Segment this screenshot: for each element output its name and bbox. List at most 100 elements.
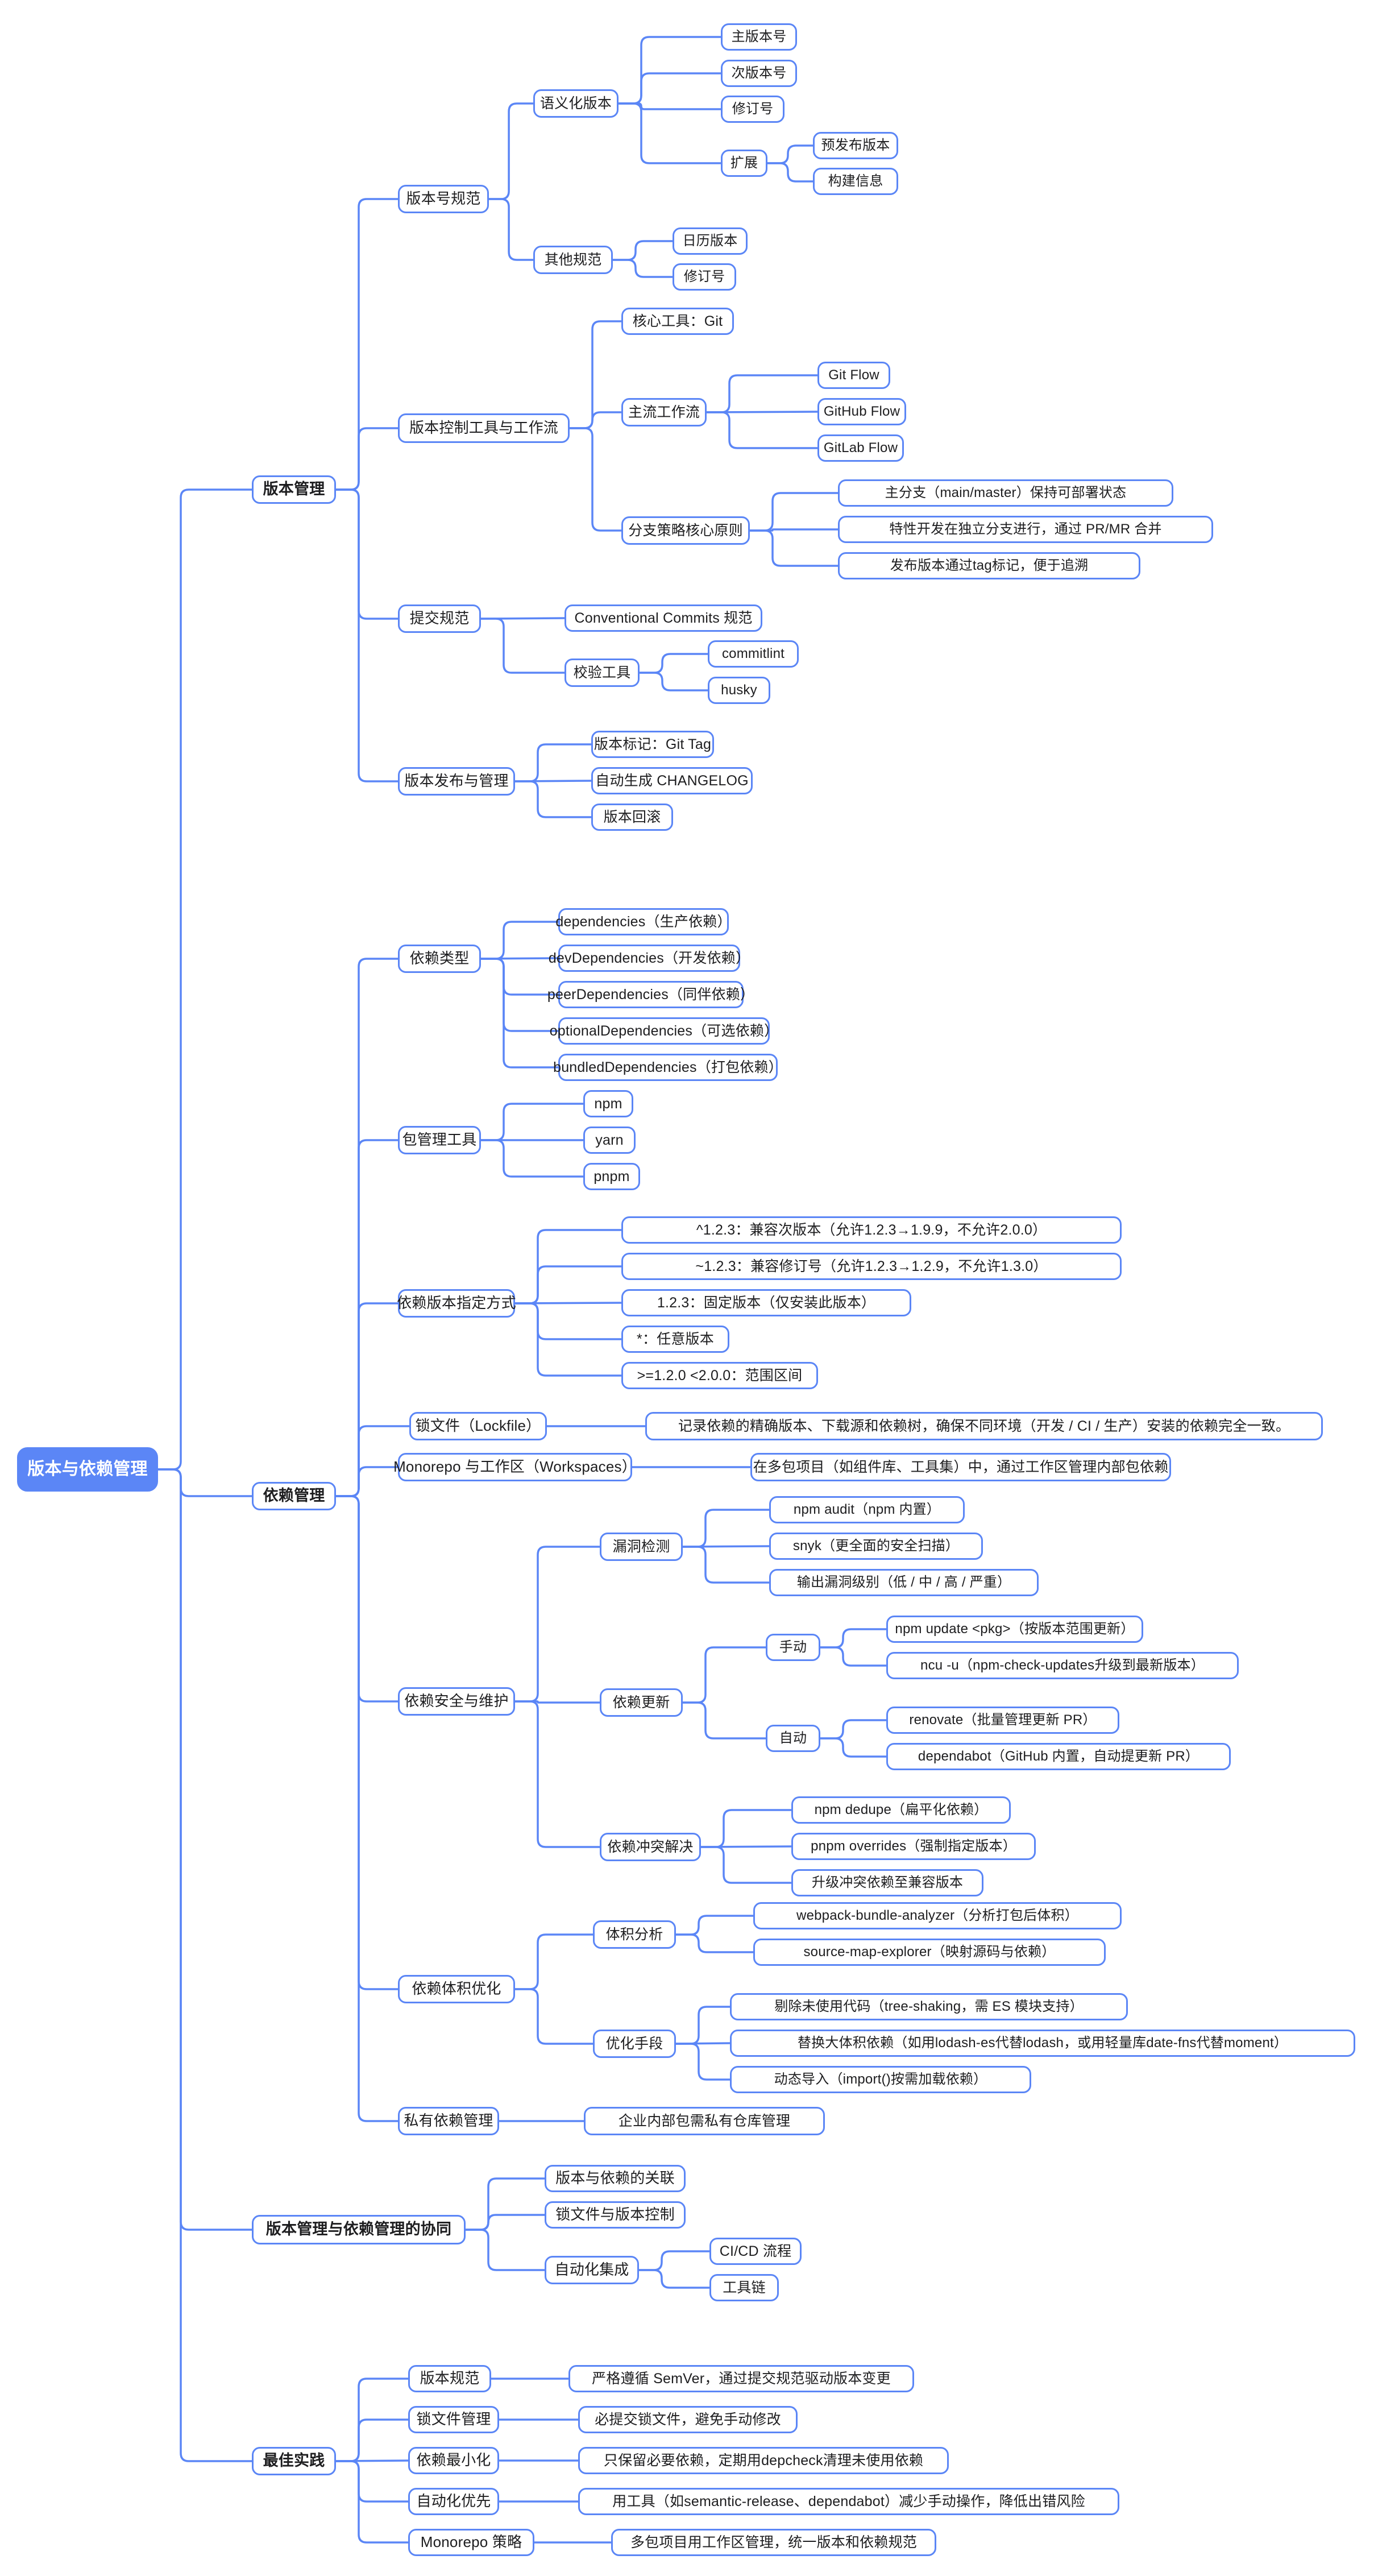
mindmap-node-n-ver-spec[interactable]: 版本号规范 <box>398 185 489 213</box>
node-label: 主流工作流 <box>628 404 700 420</box>
mindmap-node-n-peerdeps[interactable]: peerDependencies（同伴依赖） <box>547 981 754 1008</box>
mindmap-node-n-best[interactable]: 最佳实践 <box>252 2447 336 2475</box>
mindmap-node-n-synergy[interactable]: 版本管理与依赖管理的协同 <box>252 2215 466 2244</box>
mindmap-node-n-dep-conflict[interactable]: 依赖冲突解决 <box>600 1833 701 1861</box>
mindmap-node-n-dep-update[interactable]: 依赖更新 <box>600 1688 683 1717</box>
mindmap-node-n-lint-tools[interactable]: 校验工具 <box>565 659 640 687</box>
mindmap-node-n-monorepo[interactable]: Monorepo 与工作区（Workspaces） <box>393 1453 637 1481</box>
mindmap-node-n-devdeps[interactable]: devDependencies（开发依赖） <box>549 945 750 972</box>
mindmap-node-n-changelog[interactable]: 自动生成 CHANGELOG <box>591 767 753 794</box>
mindmap-node-n-bp2[interactable]: 锁文件管理 <box>408 2406 499 2433</box>
mindmap-node-n-semver[interactable]: 语义化版本 <box>533 89 619 118</box>
mindmap-node-n-ver-mgmt[interactable]: 版本管理 <box>252 475 336 504</box>
mindmap-node-n-br1[interactable]: 主分支（main/master）保持可部署状态 <box>838 479 1173 507</box>
mindmap-node-n-patch2[interactable]: 修订号 <box>673 263 736 291</box>
mindmap-node-n-br3[interactable]: 发布版本通过tag标记，便于追溯 <box>838 552 1140 579</box>
mindmap-node-n-githubflow[interactable]: GitHub Flow <box>817 398 906 425</box>
mindmap-node-n-conventional[interactable]: Conventional Commits 规范 <box>565 604 762 632</box>
mindmap-node-n-npmaudit[interactable]: npm audit（npm 内置） <box>769 1496 965 1523</box>
mindmap-node-n-dependabot[interactable]: dependabot（GitHub 内置，自动提更新 PR） <box>886 1743 1231 1770</box>
mindmap-node-n-rollback[interactable]: 版本回滚 <box>591 804 673 831</box>
mindmap-node-n-bp5d[interactable]: 多包项目用工作区管理，统一版本和依赖规范 <box>611 2529 936 2556</box>
mindmap-node-n-yarn[interactable]: yarn <box>583 1127 636 1154</box>
mindmap-node-n-replace-big[interactable]: 替换大体积依赖（如用lodash-es代替lodash，或用轻量库date-fn… <box>730 2030 1355 2057</box>
mindmap-node-n-optdeps[interactable]: optionalDependencies（可选依赖） <box>550 1017 778 1045</box>
mindmap-node-n-size-analysis[interactable]: 体积分析 <box>593 1920 676 1949</box>
mindmap-node-n-private-dep-desc[interactable]: 企业内部包需私有仓库管理 <box>584 2107 825 2135</box>
mindmap-node-n-core-tool[interactable]: 核心工具：Git <box>621 308 734 335</box>
mindmap-node-n-npm[interactable]: npm <box>583 1090 633 1117</box>
node-label: npm update <pkg>（按版本范围更新） <box>895 1621 1135 1637</box>
mindmap-node-n-syn2[interactable]: 锁文件与版本控制 <box>545 2201 686 2229</box>
mindmap-node-n-bp1[interactable]: 版本规范 <box>408 2365 491 2392</box>
mindmap-node-root[interactable]: 版本与依赖管理 <box>17 1447 158 1492</box>
mindmap-node-n-dynamic-import[interactable]: 动态导入（import()按需加载依赖） <box>730 2066 1031 2093</box>
mindmap-node-n-major[interactable]: 主版本号 <box>721 23 797 51</box>
mindmap-node-n-bp4d[interactable]: 用工具（如semantic-release、dependabot）减少手动操作，… <box>578 2488 1119 2515</box>
mindmap-node-n-dedupe[interactable]: npm dedupe（扁平化依赖） <box>791 1796 1011 1824</box>
mindmap-node-n-pkg-tools[interactable]: 包管理工具 <box>398 1126 481 1154</box>
mindmap-node-n-pnpm[interactable]: pnpm <box>583 1163 640 1190</box>
mindmap-edge <box>335 488 399 782</box>
mindmap-node-n-overrides[interactable]: pnpm overrides（强制指定版本） <box>791 1833 1036 1860</box>
mindmap-node-n-bundleddeps[interactable]: bundledDependencies（打包依赖） <box>553 1054 783 1081</box>
mindmap-node-n-treeshaking[interactable]: 剔除未使用代码（tree-shaking，需 ES 模块支持） <box>730 1993 1128 2020</box>
mindmap-node-n-manual[interactable]: 手动 <box>766 1634 820 1661</box>
mindmap-node-n-syn1[interactable]: 版本与依赖的关联 <box>545 2165 686 2192</box>
mindmap-node-n-release-mgmt[interactable]: 版本发布与管理 <box>398 767 515 796</box>
mindmap-node-n-minor[interactable]: 次版本号 <box>721 60 797 87</box>
mindmap-node-n-bp4[interactable]: 自动化优先 <box>408 2488 499 2515</box>
mindmap-node-n-main-flow[interactable]: 主流工作流 <box>621 398 707 426</box>
mindmap-node-n-exact[interactable]: 1.2.3：固定版本（仅安装此版本） <box>621 1289 911 1316</box>
mindmap-node-n-bp2d[interactable]: 必提交锁文件，避免手动修改 <box>578 2406 798 2433</box>
mindmap-node-n-gitlabflow[interactable]: GitLab Flow <box>817 434 904 462</box>
mindmap-node-n-buildinfo[interactable]: 构建信息 <box>813 168 898 195</box>
mindmap-node-n-gittag[interactable]: 版本标记：Git Tag <box>591 731 714 758</box>
mindmap-node-n-dependencies[interactable]: dependencies（生产依赖） <box>555 908 731 935</box>
mindmap-node-n-ncu[interactable]: ncu -u（npm-check-updates升级到最新版本） <box>886 1652 1239 1679</box>
mindmap-node-n-npmupdate[interactable]: npm update <pkg>（按版本范围更新） <box>886 1616 1143 1643</box>
mindmap-node-n-br2[interactable]: 特性开发在独立分支进行，通过 PR/MR 合并 <box>838 516 1213 543</box>
mindmap-node-n-lockfile-desc[interactable]: 记录依赖的精确版本、下载源和依赖树，确保不同环境（开发 / CI / 生产）安装… <box>645 1412 1323 1440</box>
mindmap-node-n-opt-means[interactable]: 优化手段 <box>593 2030 676 2058</box>
mindmap-node-n-webpackanalyzer[interactable]: webpack-bundle-analyzer（分析打包后体积） <box>753 1902 1122 1929</box>
mindmap-node-n-commit-spec[interactable]: 提交规范 <box>398 604 481 633</box>
mindmap-node-n-prerelease[interactable]: 预发布版本 <box>813 132 898 159</box>
mindmap-node-n-vulnlevel[interactable]: 输出漏洞级别（低 / 中 / 高 / 严重） <box>769 1569 1039 1596</box>
mindmap-node-n-upgrade-conflict[interactable]: 升级冲突依赖至兼容版本 <box>791 1869 983 1896</box>
mindmap-node-n-calver[interactable]: 日历版本 <box>673 227 748 255</box>
node-label: 优化手段 <box>605 2035 663 2052</box>
mindmap-node-n-syn3[interactable]: 自动化集成 <box>545 2256 639 2284</box>
mindmap-node-n-lockfile[interactable]: 锁文件（Lockfile） <box>409 1412 547 1440</box>
mindmap-node-n-dep-mgmt[interactable]: 依赖管理 <box>252 1482 336 1510</box>
mindmap-node-n-ver-range[interactable]: 依赖版本指定方式 <box>397 1289 516 1318</box>
mindmap-node-n-bp5[interactable]: Monorepo 策略 <box>408 2529 534 2556</box>
mindmap-node-n-husky[interactable]: husky <box>708 677 770 704</box>
mindmap-node-n-tilde[interactable]: ~1.2.3：兼容修订号（允许1.2.3→1.2.9，不允许1.3.0） <box>621 1253 1122 1280</box>
mindmap-node-n-bp3[interactable]: 依赖最小化 <box>408 2447 499 2474</box>
mindmap-node-n-other-spec[interactable]: 其他规范 <box>533 246 613 274</box>
mindmap-node-n-caret[interactable]: ^1.2.3：兼容次版本（允许1.2.3→1.9.9，不允许2.0.0） <box>621 1216 1122 1244</box>
mindmap-node-n-toolchain[interactable]: 工具链 <box>709 2274 779 2301</box>
mindmap-node-n-bp1d[interactable]: 严格遵循 SemVer，通过提交规范驱动版本变更 <box>568 2365 914 2392</box>
mindmap-node-n-size-opt[interactable]: 依赖体积优化 <box>398 1975 515 2003</box>
mindmap-node-n-renovate[interactable]: renovate（批量管理更新 PR） <box>886 1707 1119 1734</box>
mindmap-node-n-commitlint[interactable]: commitlint <box>708 640 799 668</box>
mindmap-node-n-ext[interactable]: 扩展 <box>721 150 767 177</box>
mindmap-node-n-range[interactable]: >=1.2.0 <2.0.0：范围区间 <box>621 1362 818 1389</box>
mindmap-node-n-branch-principle[interactable]: 分支策略核心原则 <box>621 516 750 545</box>
mindmap-node-n-vcs-flow[interactable]: 版本控制工具与工作流 <box>398 413 570 443</box>
mindmap-node-n-sourcemapexplorer[interactable]: source-map-explorer（映射源码与依赖） <box>753 1939 1106 1966</box>
mindmap-node-n-snyk[interactable]: snyk（更全面的安全扫描） <box>769 1533 983 1560</box>
mindmap-node-n-bp3d[interactable]: 只保留必要依赖，定期用depcheck清理未使用依赖 <box>578 2447 949 2474</box>
mindmap-node-n-gitflow[interactable]: Git Flow <box>817 362 890 389</box>
mindmap-node-n-auto[interactable]: 自动 <box>766 1725 820 1752</box>
mindmap-node-n-monorepo-desc[interactable]: 在多包项目（如组件库、工具集）中，通过工作区管理内部包依赖 <box>750 1453 1171 1481</box>
mindmap-node-n-dep-types[interactable]: 依赖类型 <box>398 945 481 973</box>
mindmap-node-n-star[interactable]: *：任意版本 <box>621 1326 729 1353</box>
mindmap-node-n-private-dep[interactable]: 私有依赖管理 <box>398 2107 499 2135</box>
mindmap-node-n-cicd[interactable]: CI/CD 流程 <box>709 2238 802 2265</box>
mindmap-node-n-vuln-scan[interactable]: 漏洞检测 <box>600 1533 683 1561</box>
mindmap-node-n-dep-security[interactable]: 依赖安全与维护 <box>398 1687 515 1716</box>
mindmap-node-n-patch[interactable]: 修订号 <box>721 96 785 123</box>
